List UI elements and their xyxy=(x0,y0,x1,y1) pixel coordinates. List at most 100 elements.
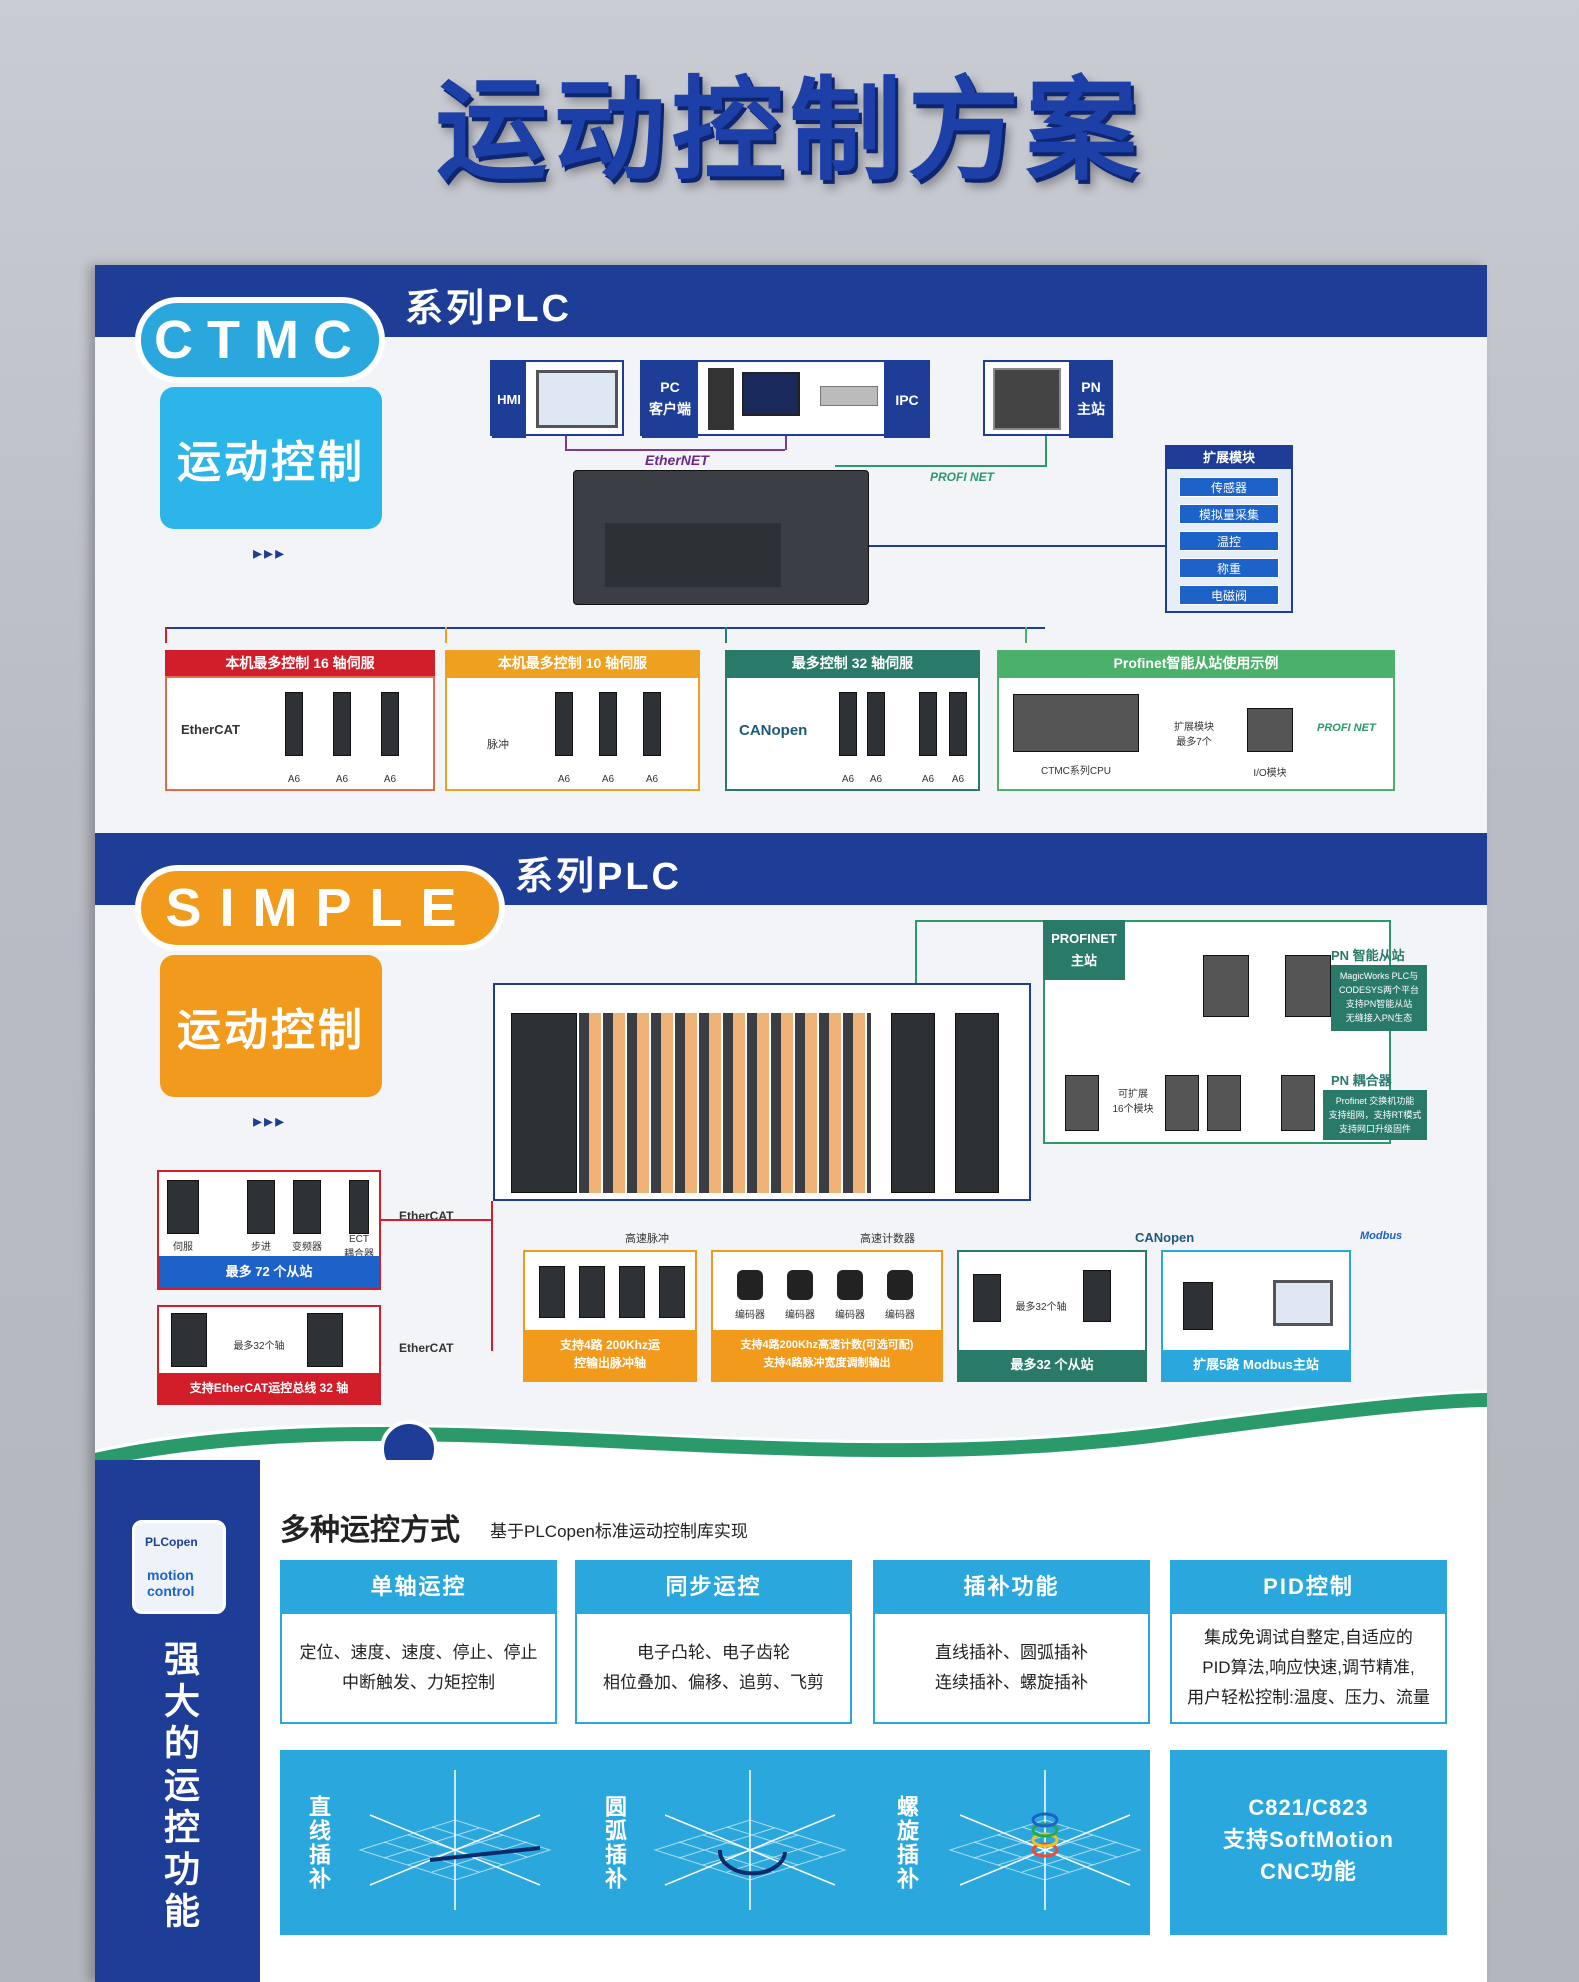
pn-coupler-device xyxy=(1281,1075,1315,1131)
simple-arrows: ▸▸▸ xyxy=(253,1111,287,1131)
pn-slave-title: PN 智能从站 xyxy=(1331,948,1405,963)
plcopen-logo-top: PLCopen xyxy=(145,1535,198,1549)
io-modules xyxy=(579,1013,871,1193)
hmi-box: HMI xyxy=(490,360,624,438)
hmi-label: HMI xyxy=(492,362,526,438)
arc-interp-graphic xyxy=(653,1770,847,1910)
simple-series-label: 系列PLC xyxy=(515,856,683,898)
servo-label: A6 xyxy=(869,774,883,785)
pn-coupler-title: PN 耦合器 xyxy=(1331,1073,1392,1088)
plcopen-logo-mid: motion xyxy=(147,1567,194,1583)
ctmc-section-pulse: 脉冲 A6 A6 A6 xyxy=(445,676,700,791)
servo-label: A6 xyxy=(383,774,397,785)
feature-body: 定位、速度、速度、停止、停止 中断触发、力矩控制 xyxy=(280,1614,557,1724)
encoder-icon xyxy=(887,1270,913,1300)
servo-drive xyxy=(579,1266,605,1318)
servo-drive xyxy=(555,692,573,756)
ethercat-axes-footer: 支持EtherCAT运控总线 32 轴 xyxy=(159,1373,379,1403)
ethercat-coupler-device xyxy=(955,1013,999,1193)
pn-coupler-desc: Profinet 交换机功能 支持组网，支持RT模式 支持网口升级固件 xyxy=(1323,1090,1427,1140)
servo-drive xyxy=(599,692,617,756)
encoder-label: 编码器 xyxy=(735,1310,765,1321)
pn-line xyxy=(1045,436,1047,466)
canopen-device xyxy=(973,1274,1001,1322)
pn-hline xyxy=(835,465,1047,467)
ctmc-series-label: 系列PLC xyxy=(405,288,573,330)
ctmc-motion-button[interactable]: 运动控制 xyxy=(160,387,382,529)
modbus-footer: 扩展5路 Modbus主站 xyxy=(1163,1350,1349,1380)
servo-drive xyxy=(167,1180,199,1234)
pn-coupler-device xyxy=(1165,1075,1199,1131)
ctmc-section-head: 本机最多控制 16 轴伺服 xyxy=(165,650,435,676)
counter-footer: 支持4路200Khz高速计数(可选可配) 支持4路脉冲宽度调制输出 xyxy=(713,1330,941,1380)
pulse-tag: 高速脉冲 xyxy=(625,1233,669,1245)
helix-interp-graphic xyxy=(948,1770,1142,1910)
modbus-logo: Modbus xyxy=(1360,1230,1403,1242)
ctmc-cpu-label: CTMC系列CPU xyxy=(1041,766,1111,777)
pulse-label: 脉冲 xyxy=(487,739,509,751)
ethernet-hline xyxy=(565,449,785,451)
ctmc-section-profinet: CTMC系列CPU 扩展模块 最多7个 I/O模块 PROFI NET xyxy=(997,676,1395,791)
interp-label: 直线插补 xyxy=(306,1795,331,1891)
ctmc-cpu-device xyxy=(1013,694,1139,752)
linear-interp-graphic xyxy=(358,1770,552,1910)
servo-label: A6 xyxy=(645,774,659,785)
servo-drive xyxy=(333,692,351,756)
servo-label: A6 xyxy=(335,774,349,785)
expansion-title: 扩展模块 xyxy=(1167,447,1291,469)
expansion-item: 模拟量采集 xyxy=(1179,504,1279,524)
servo-drive xyxy=(285,692,303,756)
feature-body: 集成免调试自整定,自适应的 PID算法,响应快速,调节精准, 用户轻松控制:温度… xyxy=(1170,1614,1447,1724)
io-module-label: I/O模块 xyxy=(1253,768,1287,779)
poster-board: CTMC 系列PLC 运动控制 ▸▸▸ HMI PC 客户端 IPC PN 主站… xyxy=(95,265,1487,1982)
servo-label: A6 xyxy=(601,774,615,785)
ethercat-slaves-box: 伺服 步进 变频器 ECT 耦合器 最多 72 个从站 xyxy=(157,1170,381,1290)
bus-line-red xyxy=(165,627,167,643)
bus-line-teal xyxy=(725,627,727,643)
servo-drive xyxy=(171,1313,207,1367)
modbus-device xyxy=(1183,1282,1213,1330)
ctmc-section-ethercat: EtherCAT A6 A6 A6 xyxy=(165,676,435,791)
profinet-logo: PROFI NET xyxy=(1317,722,1376,734)
expansion-item: 温控 xyxy=(1179,531,1279,551)
section-heading: 多种运控方式 xyxy=(280,1514,460,1547)
ctmc-section-head: Profinet智能从站使用示例 xyxy=(997,650,1395,676)
ctmc-plc-front xyxy=(605,523,781,587)
ethercat-connector xyxy=(381,1219,493,1221)
bus-line-orange xyxy=(445,627,447,643)
pulse-footer: 支持4路 200Khz运 控输出脉冲轴 xyxy=(525,1330,695,1380)
expansion-line xyxy=(869,545,1165,547)
pn-master-device xyxy=(993,368,1061,430)
modbus-hmi xyxy=(1273,1280,1333,1326)
ethercat-slaves-footer: 最多 72 个从站 xyxy=(159,1256,379,1288)
encoder-icon xyxy=(737,1270,763,1300)
servo-drive xyxy=(539,1266,565,1318)
profinet-master-label: PROFINET 主站 xyxy=(1043,920,1125,980)
hmi-line xyxy=(565,436,567,450)
ctmc-section-head: 本机最多控制 10 轴伺服 xyxy=(445,650,700,676)
encoder-label: 编码器 xyxy=(885,1310,915,1321)
pc-tower xyxy=(708,368,734,430)
inverter-device xyxy=(293,1180,321,1234)
pn-connector-vline xyxy=(915,920,917,983)
feature-head: PID控制 xyxy=(1170,1560,1447,1614)
servo-label: A6 xyxy=(841,774,855,785)
expansion-item: 传感器 xyxy=(1179,477,1279,497)
wave-decoration xyxy=(95,1390,1487,1480)
canopen-footer: 最多32 个从站 xyxy=(959,1350,1145,1380)
slave-label: ECT 耦合器 xyxy=(344,1234,374,1260)
pulse-box: 支持4路 200Khz运 控输出脉冲轴 xyxy=(523,1250,697,1382)
servo-drive xyxy=(659,1266,685,1318)
expansion-item: 电磁阀 xyxy=(1179,585,1279,605)
ethercat-axes-box: 最多32个轴 支持EtherCAT运控总线 32 轴 xyxy=(157,1305,381,1405)
bus-line xyxy=(165,627,1045,629)
pn-connector-line xyxy=(915,920,1043,922)
servo-drive xyxy=(1083,1270,1111,1322)
softmotion-box: C821/C823 支持SoftMotion CNC功能 xyxy=(1170,1750,1447,1935)
canopen-logo: CANopen xyxy=(1135,1230,1195,1245)
feature-body: 直线插补、圆弧插补 连续插补、螺旋插补 xyxy=(873,1614,1150,1724)
pc-ipc-box: PC 客户端 IPC xyxy=(640,360,930,438)
simple-motion-button[interactable]: 运动控制 xyxy=(160,955,382,1097)
modbus-box: 扩展5路 Modbus主站 xyxy=(1161,1250,1351,1382)
profinet-logo: PROFI NET xyxy=(930,470,995,484)
